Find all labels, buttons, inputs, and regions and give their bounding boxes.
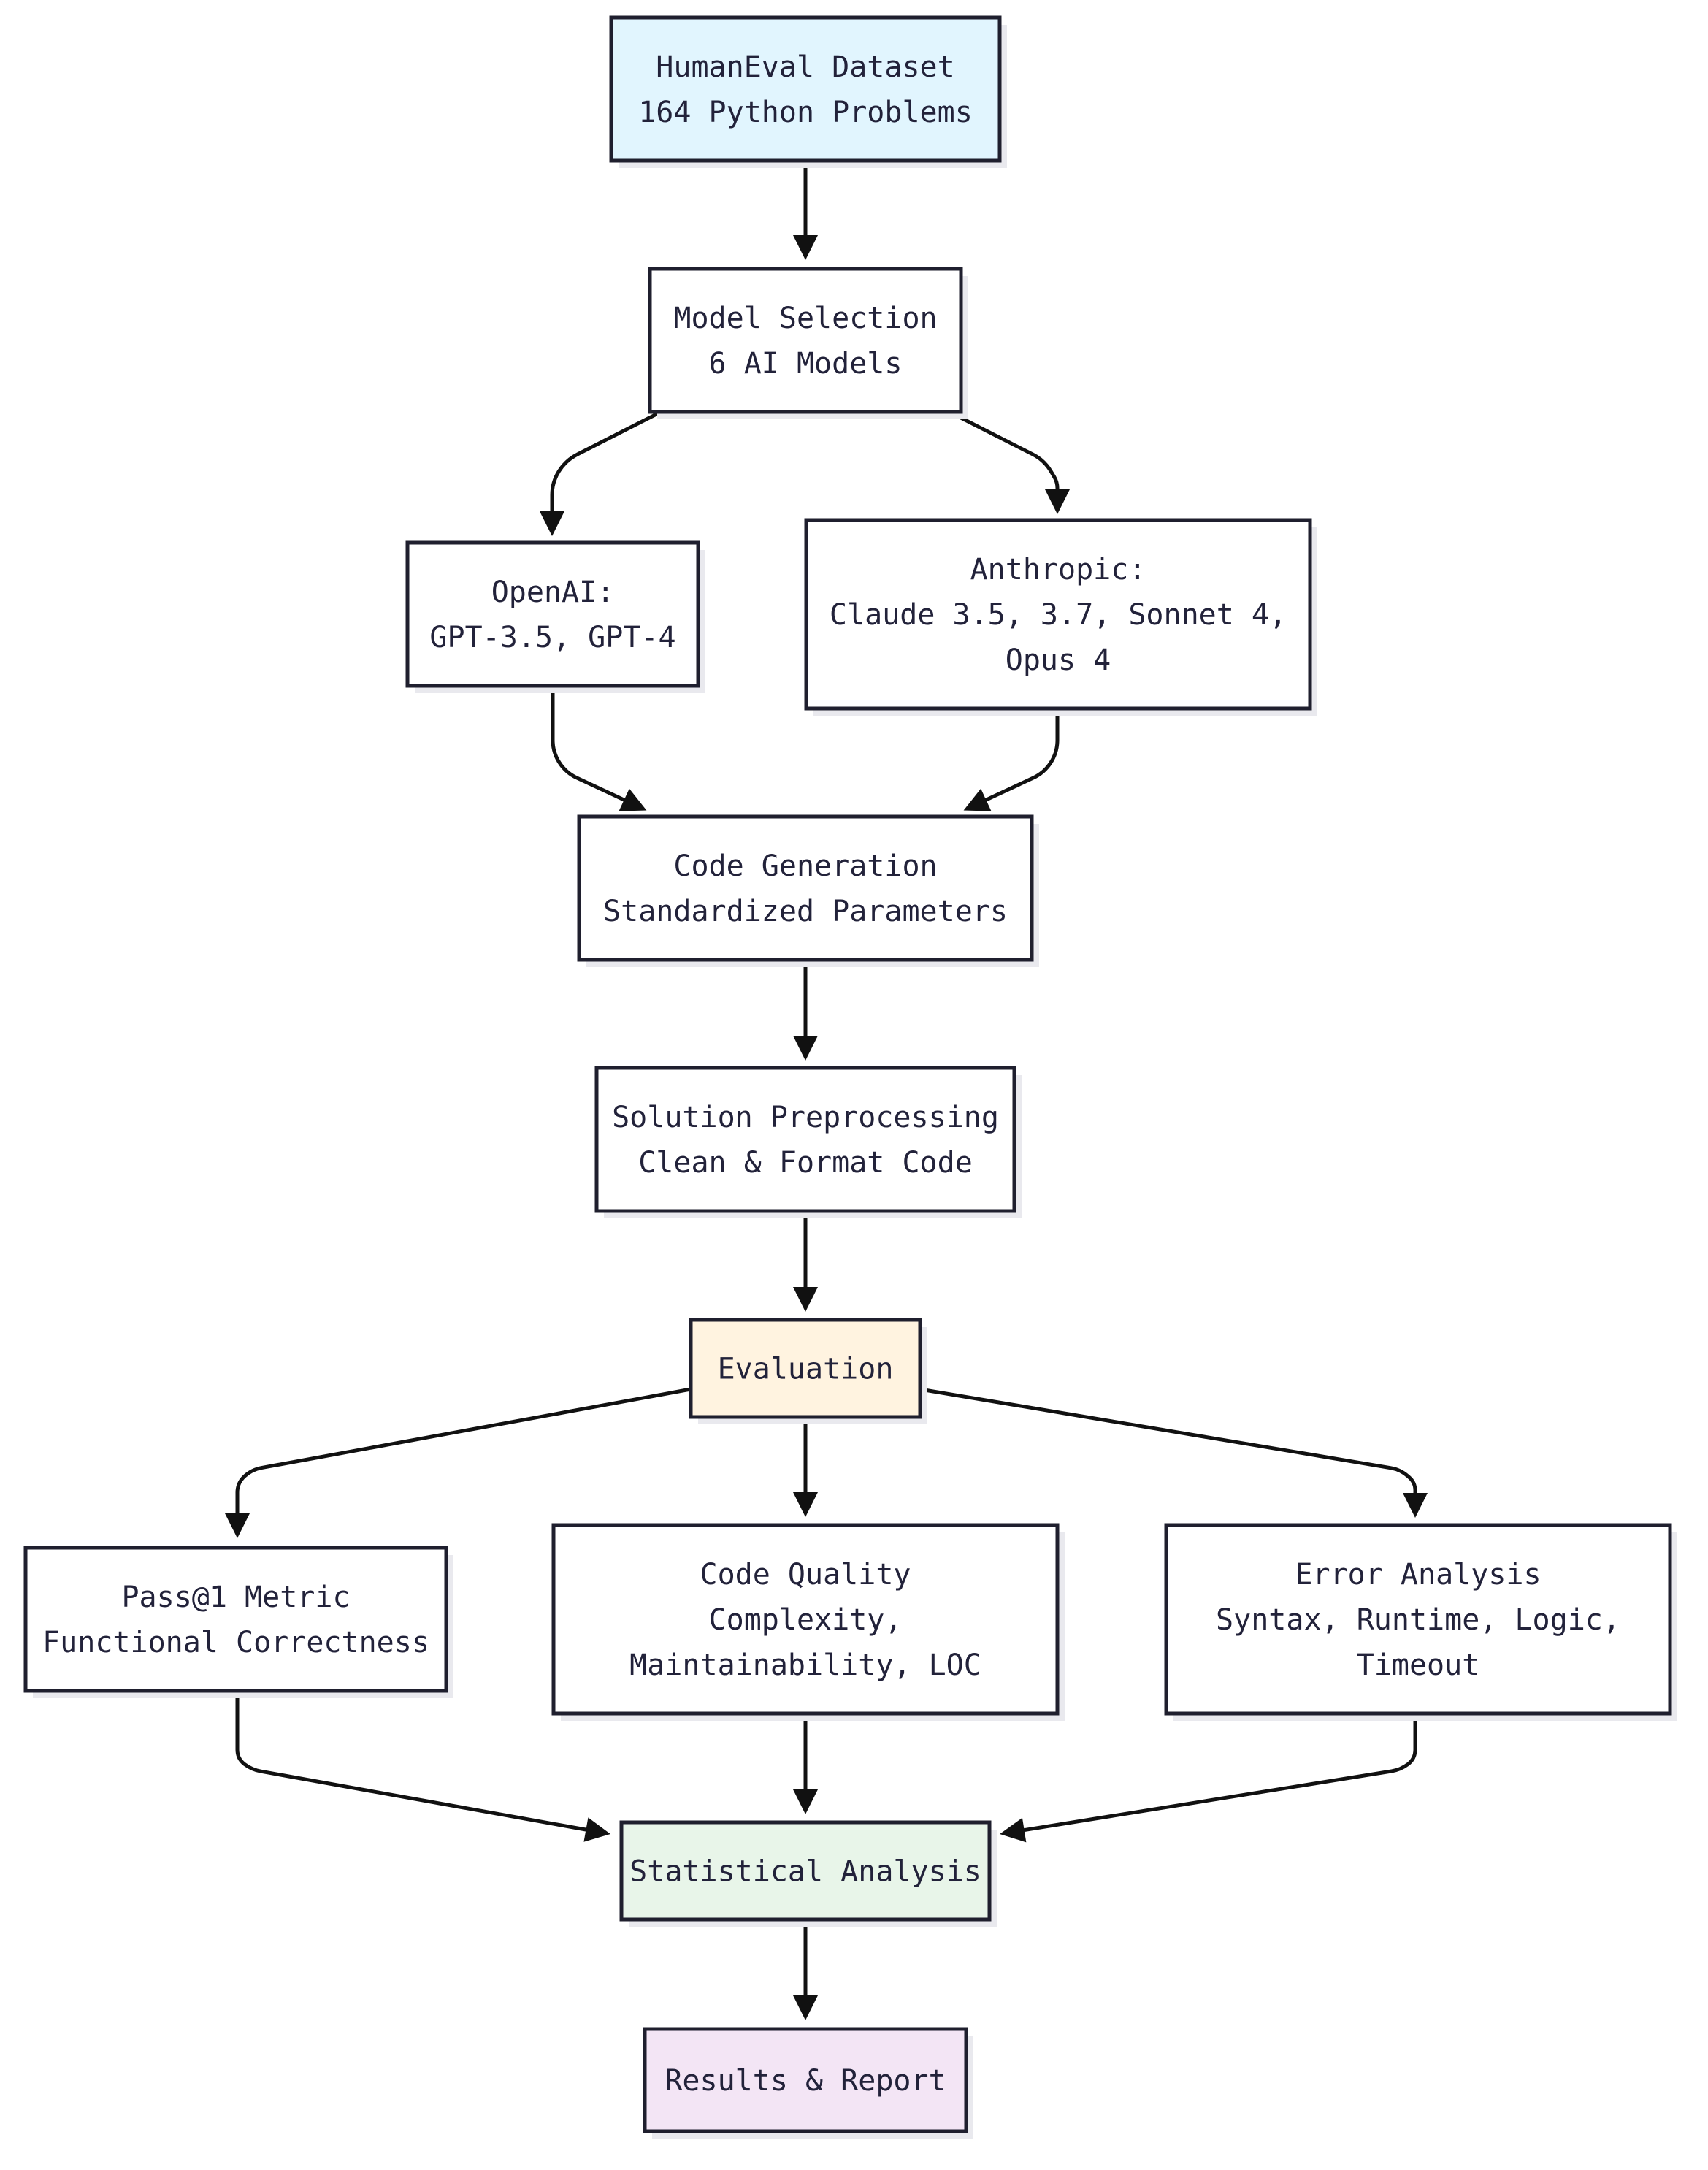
node-box — [405, 540, 700, 688]
edge-line — [550, 410, 663, 519]
nodes-layer: HumanEval Dataset 164 Python ProblemsMode… — [23, 15, 1677, 2139]
edge-evaluation-to-code-quality — [793, 1415, 818, 1517]
node-statistical: Statistical Analysis — [619, 1820, 997, 1927]
edge-line — [235, 1387, 693, 1521]
edge-model-selection-to-anthropic — [947, 410, 1070, 514]
node-label-line: Code Quality — [700, 1558, 911, 1592]
node-model-selection: Model Selection 6 AI Models — [648, 267, 968, 419]
arrowhead-icon — [793, 1492, 818, 1517]
node-box — [23, 1546, 448, 1693]
edge-line — [551, 684, 631, 804]
edge-preprocessing-to-evaluation — [793, 1209, 818, 1312]
arrowhead-icon — [793, 235, 818, 260]
node-label-line: HumanEval Dataset — [656, 50, 954, 84]
node-box — [689, 1318, 922, 1419]
node-label-line: OpenAI: — [491, 576, 615, 609]
arrowhead-icon — [793, 1036, 818, 1061]
node-label-line: Clean & Format Code — [638, 1146, 973, 1180]
edge-anthropic-to-code-generation — [963, 706, 1060, 811]
arrowhead-icon — [619, 788, 647, 811]
node-box — [1164, 1523, 1672, 1716]
arrowhead-icon — [1045, 489, 1070, 514]
arrowhead-icon — [793, 1287, 818, 1312]
node-label-line: Maintainability, LOC — [629, 1648, 981, 1682]
node-label-line: Functional Correctness — [42, 1626, 429, 1659]
node-label-line: 164 Python Problems — [638, 96, 973, 129]
node-label-line: 6 AI Models — [709, 347, 903, 381]
arrowhead-icon — [540, 511, 564, 536]
node-label-line: Anthropic: — [970, 553, 1146, 587]
node-label-line: Standardized Parameters — [603, 895, 1008, 928]
node-label-line: Complexity, — [709, 1603, 903, 1637]
node-box — [619, 1820, 992, 1922]
arrowhead-icon — [793, 1789, 818, 1814]
node-box — [577, 814, 1034, 962]
node-box — [594, 1066, 1016, 1213]
node-label-line: Error Analysis — [1295, 1558, 1541, 1592]
node-box — [648, 267, 963, 414]
edge-pass1-to-statistical — [235, 1689, 610, 1842]
arrowhead-icon — [963, 788, 992, 811]
node-label-line: Code Generation — [673, 849, 937, 883]
edge-error-analysis-to-statistical — [1000, 1711, 1417, 1843]
arrowhead-icon — [225, 1513, 250, 1538]
node-label-line: Evaluation — [718, 1353, 894, 1386]
edge-dataset-to-model-selection — [793, 158, 818, 260]
edge-model-selection-to-openai — [540, 410, 663, 536]
node-results: Results & Report — [643, 2027, 973, 2139]
edge-line — [979, 706, 1060, 804]
node-label-line: Pass@1 Metric — [121, 1581, 350, 1614]
node-dataset: HumanEval Dataset 164 Python Problems — [609, 15, 1007, 168]
node-label-line: Claude 3.5, 3.7, Sonnet 4, — [830, 598, 1287, 632]
node-openai: OpenAI: GPT-3.5, GPT-4 — [405, 540, 705, 693]
node-label-line: Results & Report — [665, 2064, 946, 2098]
node-label-line: Syntax, Runtime, Logic, — [1216, 1603, 1620, 1637]
arrowhead-icon — [793, 1995, 818, 2020]
node-evaluation: Evaluation — [689, 1318, 927, 1424]
arrowhead-icon — [583, 1817, 610, 1842]
edge-statistical-to-results — [793, 1917, 818, 2020]
node-label-line: Timeout — [1357, 1648, 1480, 1682]
edge-line — [947, 410, 1060, 497]
node-label-line: Opus 4 — [1006, 643, 1111, 677]
edge-evaluation-to-error-analysis — [918, 1387, 1428, 1518]
node-label-line: Statistical Analysis — [629, 1855, 981, 1889]
edge-code-quality-to-statistical — [793, 1711, 818, 1814]
edge-line — [235, 1689, 593, 1833]
edge-openai-to-code-generation — [551, 684, 647, 811]
edges-layer — [225, 158, 1428, 2020]
arrowhead-icon — [1403, 1493, 1428, 1518]
node-box — [609, 15, 1002, 163]
arrowhead-icon — [1000, 1817, 1027, 1843]
node-anthropic: Anthropic: Claude 3.5, 3.7, Sonnet 4, Opus… — [804, 518, 1317, 716]
edge-line — [918, 1387, 1417, 1500]
node-label-line: GPT-3.5, GPT-4 — [429, 621, 675, 654]
node-box — [643, 2027, 968, 2133]
edge-line — [1017, 1711, 1417, 1833]
edge-code-generation-to-preprocessing — [793, 958, 818, 1061]
edge-evaluation-to-pass1 — [225, 1387, 693, 1538]
node-label-line: Model Selection — [673, 302, 937, 335]
node-box — [551, 1523, 1060, 1716]
node-label-line: Solution Preprocessing — [612, 1101, 999, 1134]
node-box — [804, 518, 1312, 711]
